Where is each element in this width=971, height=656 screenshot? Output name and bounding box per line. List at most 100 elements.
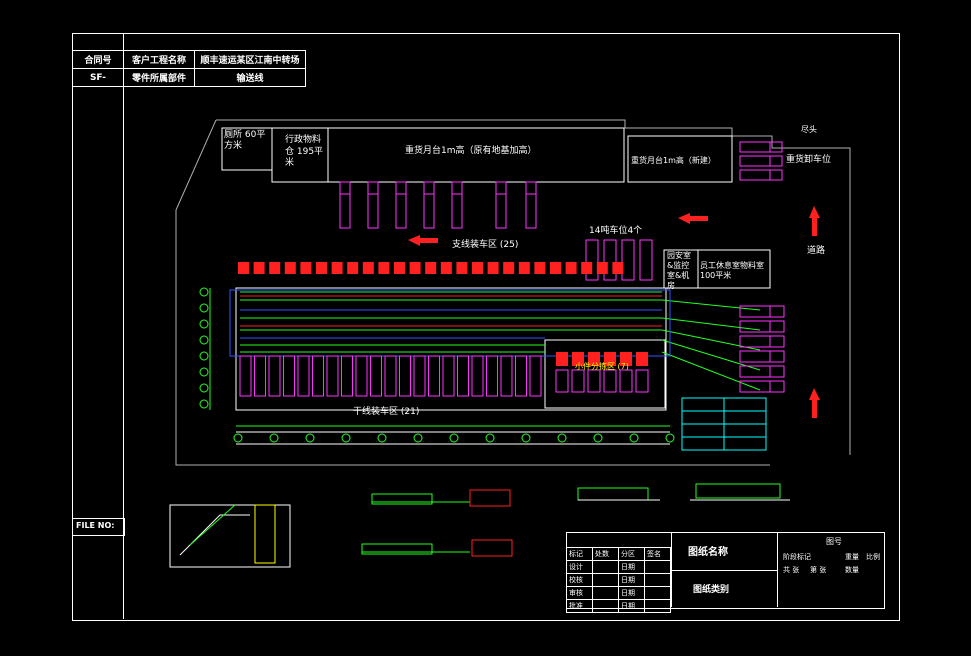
axis-bubble-letter [199,303,209,313]
dock-marker [581,262,593,274]
red-arrows [408,206,820,418]
heavy-platform-existing [327,127,625,183]
side-truck-cab [769,320,785,333]
dock-marker [253,262,265,274]
toilet-label: 厕所 60平方米 [224,130,266,151]
truck-body [423,193,435,229]
trunk-truck [442,355,455,397]
side-truck-cab [769,365,785,378]
file-no-box [72,518,125,536]
sheet-label: 第 张 [810,566,827,574]
side-truck-body [739,305,771,318]
trunk-truck [312,355,324,397]
axis-bubble-number [269,433,279,443]
security-staff-rooms [663,249,771,289]
total-label: 共 张 [783,566,800,574]
bottom-right-equipment [681,397,767,451]
truck-cab [423,181,435,195]
trunk-truck [413,355,426,397]
side-truck-body [739,365,771,378]
axis-bubble-number [377,433,387,443]
trunk-truck [471,355,484,397]
dock-marker [596,262,608,274]
dock-marker [487,262,499,274]
col-1: 标记 [566,547,593,561]
axis-bubble-number [593,433,603,443]
truck-cab [495,181,507,195]
dock-marker [378,262,390,274]
section-drawing-2 [361,539,513,557]
unload-truck-cab [769,141,783,153]
truck-cab [525,181,537,195]
dock-marker [300,262,312,274]
dock-marker [565,262,577,274]
dock-marker [534,262,546,274]
axis-bubble-letter [199,383,209,393]
axis-bubble-number [341,433,351,443]
side-truck-body [739,350,771,363]
dock-marker [518,262,530,274]
dock-markers [238,262,624,274]
trunk-truck [239,355,252,397]
trunk-truck [283,355,295,397]
trunk-zone-label: 干线装车区 (21) [353,407,420,417]
trunk-truck [486,355,498,397]
col-2: 处数 [592,547,619,561]
trunk-truck [529,355,542,397]
title-block-hline [671,570,777,571]
sorting-zone-label: 小件分拣区 (7) [575,362,629,371]
side-truck-cab [769,380,785,393]
axis-bubble-letter [199,399,209,409]
truck-body [367,193,379,229]
date-4: 日期 [618,599,645,613]
heavy-platform-new-label: 重货月台1m高（新建） [631,156,716,165]
heavy-unload-label: 重货卸车位 [786,155,832,165]
truck-14t [621,239,635,281]
truck-cab [451,181,463,195]
file-no-label: FILE NO: [76,521,115,530]
admin-store-label: 行政物料仓 195平米 [285,135,324,169]
trunk-truck [326,355,339,397]
axis-bubble-letter [199,319,209,329]
conveyor-lines [240,291,761,391]
side-truck-body [739,335,771,348]
head-label: 尽头 [801,125,817,134]
trunk-truck [384,355,397,397]
dock-marker [331,262,343,274]
truck-body [339,193,351,229]
section-drawing-left [169,504,291,568]
section-drawing-4 [690,483,790,501]
blue-conveyor [229,289,671,357]
dock-marker [440,262,452,274]
side-truck-body [739,320,771,333]
sorting-box [544,339,666,409]
dock-marker [612,262,624,274]
truck-14t [603,239,617,281]
sorting-carts [555,369,649,393]
trunk-truck [370,355,382,397]
signature-table: 标记 处数 分区 签名 设计日期 校核日期 审核日期 批准日期 [566,547,671,613]
date-2: 日期 [618,573,645,587]
road-label: 道路 [807,246,826,256]
side-truck-body [739,380,771,393]
qty-label: 数量 [845,566,859,574]
side-truck-cab [769,335,785,348]
axis-bubble-number [305,433,315,443]
axis-bubble-letter [199,335,209,345]
axis-bubble-number [413,433,423,443]
trunk-truck [341,355,353,397]
axis-bubbles [199,287,675,443]
title-block-divider2 [777,532,778,607]
truck-14t [639,239,653,281]
dock-marker [238,262,249,274]
trunk-truck [457,355,469,397]
dock-marker [269,262,281,274]
axis-bubble-number [449,433,459,443]
dock-marker [394,262,405,274]
title-block-divider [671,532,672,607]
unload-truck-body [739,141,771,153]
header-table: 合同号 客户工程名称 顺丰速运某区江南中转场 SF- 零件所属部件 输送线 [72,50,306,87]
truck-body [395,193,407,229]
part-label: 零件所属部件 [123,68,195,87]
unload-truck-body [739,169,771,181]
